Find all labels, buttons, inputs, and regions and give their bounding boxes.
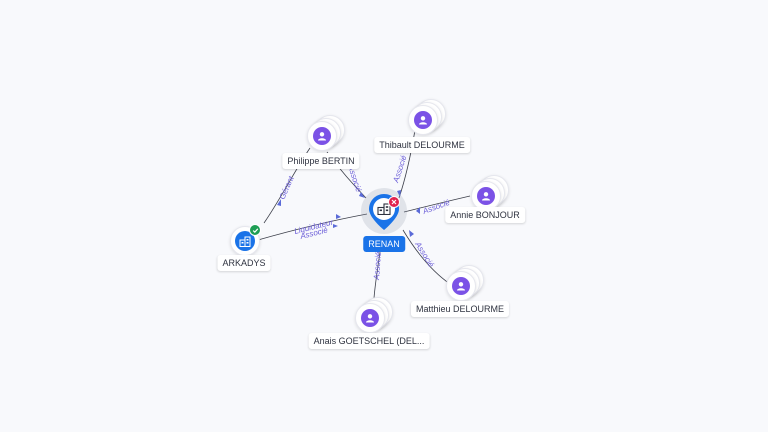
arrow-annie-renan (416, 207, 420, 214)
edge-matthieu-renan (402, 229, 451, 285)
node-avatar (408, 105, 438, 135)
building-icon (377, 203, 391, 215)
person-icon (452, 277, 470, 295)
node-avatar (307, 121, 337, 151)
arrow-arkadys-philippe (277, 199, 281, 206)
person-icon (477, 187, 495, 205)
edge-label-matthieu-renan: Associé (413, 239, 436, 269)
edge-label-anais-renan: Associé (372, 251, 383, 281)
person-icon (414, 111, 432, 129)
node-label: Anais GOETSCHEL (DEL... (308, 333, 430, 349)
arrow-thibault-renan (397, 190, 401, 197)
person-icon (361, 309, 379, 327)
node-avatar (446, 271, 476, 301)
arrow-arkadys-renan-2 (333, 224, 338, 228)
node-label: ARKADYS (217, 255, 271, 271)
close-icon[interactable] (388, 196, 400, 208)
edge-label-thibault-renan: Associé (391, 154, 409, 185)
person-icon (313, 127, 331, 145)
node-avatar (355, 303, 385, 333)
arrow-arkadys-renan-1 (336, 214, 341, 219)
node-label: Thibault DELOURME (374, 137, 470, 153)
node-avatar (471, 181, 501, 211)
edge-annie-renan (403, 195, 471, 213)
building-icon (235, 231, 255, 251)
arrow-philippe-renan (359, 192, 365, 198)
arrow-matthieu-renan (409, 230, 414, 237)
node-label: Philippe BERTIN (282, 153, 360, 169)
edge-arkadys-renan (257, 213, 368, 241)
center-node-label: RENAN (363, 236, 405, 252)
check-icon (249, 224, 261, 236)
node-label: Annie BONJOUR (445, 207, 525, 223)
node-label: Matthieu DELOURME (410, 301, 510, 317)
edge-label-arkadys-philippe: Gérant (278, 174, 296, 201)
